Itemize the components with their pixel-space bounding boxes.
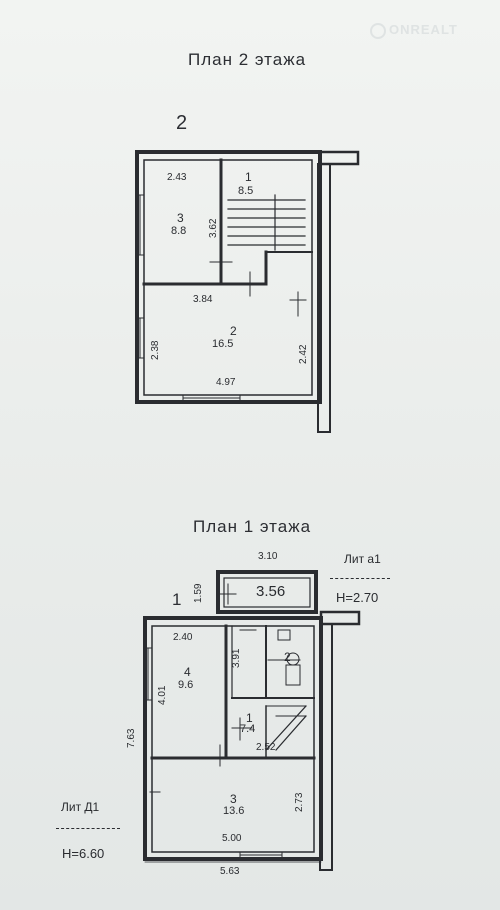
floor2-room2-area: 16.5	[212, 338, 234, 350]
floor2-dim-stair-height: 3.62	[208, 218, 219, 238]
lit-d1-height: H=6.60	[62, 846, 105, 861]
floor2-dim-top-left: 2.43	[167, 172, 187, 183]
lit-a1-label: Лит а1	[344, 552, 381, 566]
floor2-room3-area: 8.8	[171, 225, 187, 237]
floor2-dim-left-height: 2.38	[150, 340, 161, 360]
floor2-room1-number: 1	[245, 170, 252, 184]
floor2-walls	[135, 150, 360, 433]
lit-d1-dash-divider	[56, 828, 120, 829]
floor1-number: 1	[172, 590, 182, 609]
floor1-room4-area: 9.6	[178, 679, 194, 691]
floor1-annex-area: 3.56	[256, 583, 286, 600]
floor2-dim-bottom-width: 4.97	[216, 377, 236, 388]
watermark-text: ONREALT	[389, 22, 458, 37]
floor1-dim-corridor-width: 2.52	[256, 742, 276, 753]
floor1-dim-outer-width: 5.63	[220, 866, 240, 877]
floor1-dim-bath-height: 3.91	[231, 648, 242, 668]
floor1-dim-total-height: 7.63	[126, 728, 137, 748]
watermark: ONREALT	[370, 22, 458, 39]
floor1-title: План 1 этажа	[193, 517, 312, 536]
watermark-logo-icon	[370, 22, 386, 39]
floor2-dim-mid-width: 3.84	[193, 294, 213, 305]
lit-a1-dash-divider	[330, 578, 390, 579]
floor1-room4-number: 4	[184, 665, 191, 679]
floor1-dim-annex-width: 3.10	[258, 551, 278, 562]
lit-d1-label: Лит Д1	[61, 800, 100, 814]
floor1-dim-annex-height: 1.59	[193, 583, 204, 603]
floor1-dim-room4-height: 4.01	[157, 685, 168, 705]
floor1-dim-room3-height: 2.73	[294, 792, 305, 812]
floor1-room3-area: 13.6	[223, 805, 245, 817]
lit-a1-height: H=2.70	[336, 590, 379, 605]
floor1-room2-number: 2	[284, 650, 291, 664]
floor1-dim-inner-width: 5.00	[222, 833, 242, 844]
floor2-title: План 2 этажа	[188, 50, 307, 69]
floor2-dim-right-height: 2.42	[298, 344, 309, 364]
floor2-room3-number: 3	[177, 211, 184, 225]
floor2-room2-number: 2	[230, 324, 237, 338]
floor2-room1-area: 8.5	[238, 185, 254, 197]
floor1-dim-top-left: 2.40	[173, 632, 193, 643]
floor1-walls	[143, 570, 361, 871]
floor1-room3-number: 3	[230, 792, 237, 806]
floor1-room1-area: 7.4	[240, 723, 256, 735]
floor1-room1-number: 1	[246, 711, 253, 725]
floor2-number: 2	[176, 112, 188, 134]
